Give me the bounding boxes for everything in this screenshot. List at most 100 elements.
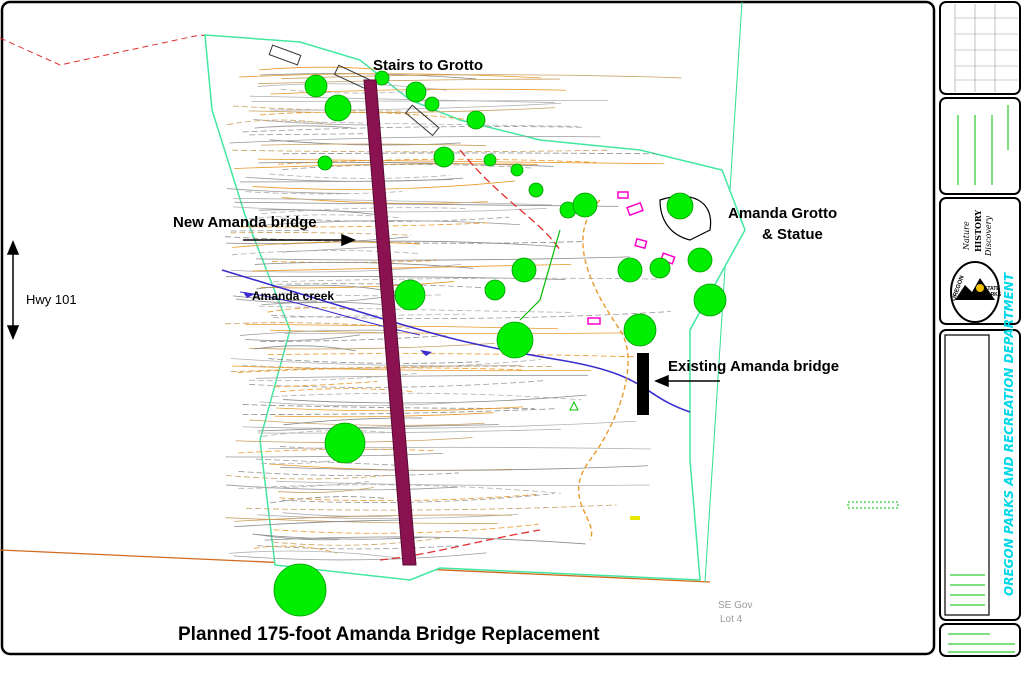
contour-line [231, 250, 421, 256]
contour-line [239, 214, 401, 221]
tree-icon [623, 313, 657, 347]
oregon-state-parks-logo [950, 261, 1000, 323]
tree-icon [424, 96, 440, 112]
tree-icon [304, 74, 328, 98]
contour-line [283, 394, 587, 404]
contour-line [225, 517, 498, 524]
tree-icon [317, 155, 333, 171]
contour-line [226, 188, 349, 194]
survey-line [0, 34, 241, 66]
tree-icon [617, 257, 643, 283]
drawing-border [0, 0, 936, 656]
title-block [939, 1, 1021, 657]
contour-line [225, 236, 583, 244]
label-lot-4: Lot 4 [720, 614, 743, 625]
contour-line [281, 74, 682, 80]
title-cell-2 [939, 97, 1021, 195]
tree-icon [511, 257, 537, 283]
trail-green [519, 229, 561, 321]
contour-line [268, 358, 480, 364]
contour-line [245, 334, 361, 342]
logo-state-parks: STATE PARKS [984, 286, 1002, 298]
contour-line [232, 149, 609, 153]
contour-line [262, 430, 390, 437]
contour-line [230, 365, 553, 373]
contour-line [258, 305, 572, 313]
label-new-amanda-bridge: New Amanda bridge [173, 214, 317, 231]
contour-line [226, 474, 392, 480]
title-cell-sheet [939, 623, 1021, 657]
hatch-mark [847, 501, 899, 509]
logo-discovery: Discovery [984, 216, 993, 256]
contour-line [255, 374, 588, 379]
label-existing-amanda-bridge: Existing Amanda bridge [668, 358, 840, 375]
contour-line [282, 512, 393, 517]
contour-line [280, 465, 649, 471]
tree-icon [394, 279, 426, 311]
contour-line [270, 329, 626, 334]
contour-line [261, 301, 382, 306]
contour-line [269, 173, 451, 179]
contour-line [230, 232, 412, 236]
new-amanda-bridge [363, 79, 417, 566]
contour-line [267, 307, 353, 313]
label-stairs-to-grotto: Stairs to Grotto [373, 57, 484, 74]
existing-amanda-bridge [637, 353, 649, 415]
contour-line [239, 222, 492, 228]
pointer-arrow-icon [243, 233, 356, 247]
contour-line [239, 73, 541, 79]
contour-line [282, 164, 533, 170]
contour-line [264, 536, 586, 545]
contour-line [257, 424, 499, 432]
contour-line [282, 493, 555, 503]
contour-line [232, 365, 592, 372]
contour-line [242, 420, 637, 429]
tree-icon [433, 146, 455, 168]
contour-line [229, 550, 400, 559]
contour-line [249, 95, 555, 103]
contour-line [238, 471, 460, 477]
label-se-gov: SE Gov [718, 600, 753, 611]
tree-icon [466, 110, 486, 130]
contour-line [267, 120, 578, 127]
contour-line [225, 484, 458, 491]
marker-triangle [569, 400, 579, 411]
contour-line [233, 552, 487, 561]
creek-mark [420, 350, 432, 356]
contour-line [272, 392, 582, 401]
contour-line [271, 311, 671, 319]
trees [273, 70, 727, 617]
contour-line [240, 329, 401, 336]
contour-line [232, 206, 547, 213]
tree-icon [324, 422, 366, 464]
contour-line [256, 458, 398, 466]
contour-line [249, 133, 366, 136]
tree-icon [483, 153, 497, 167]
trail-red-2 [379, 529, 541, 561]
contour-line [258, 78, 560, 85]
contour-line [257, 545, 459, 550]
north-south-arrow-icon [6, 240, 20, 340]
tree-icon [496, 321, 534, 359]
logo-history: HISTORY [973, 209, 983, 252]
contour-line [278, 487, 374, 494]
contour-line [269, 102, 562, 111]
contour-line [229, 136, 601, 144]
tree-icon [510, 163, 524, 177]
contour-line [268, 446, 651, 450]
contour-line [240, 179, 453, 183]
contour-line [234, 519, 412, 528]
tree-icon [528, 182, 544, 198]
contour-line [280, 216, 509, 222]
tree-icon [405, 81, 427, 103]
contour-line [230, 358, 521, 367]
pointer-arrow-icon [654, 374, 720, 388]
tree-icon [572, 192, 598, 218]
tree-icon [374, 70, 390, 86]
contour-line [261, 207, 469, 215]
contour-line [237, 367, 522, 373]
label-statue: & Statue [762, 226, 823, 243]
contour-line [238, 448, 434, 454]
tree-icon [687, 247, 713, 273]
tree-icon [484, 279, 506, 301]
